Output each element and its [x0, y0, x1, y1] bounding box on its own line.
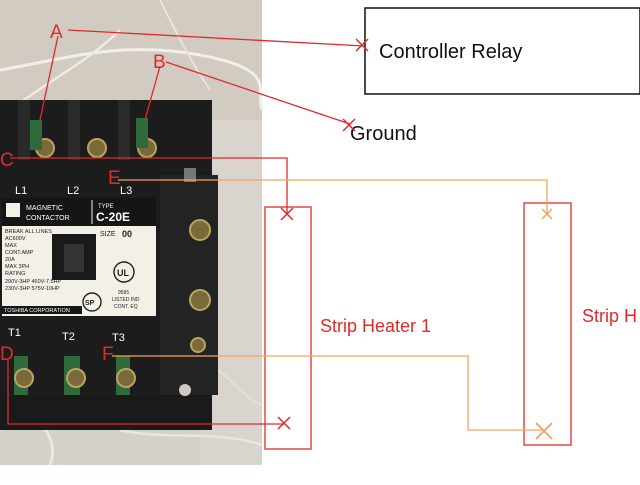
terminal-label-l1: L1: [15, 185, 27, 197]
contactor-aux-block: [160, 175, 218, 395]
model-label: C-20E: [96, 210, 130, 224]
rating-line-4: 20A: [5, 257, 15, 263]
x-marker-heater1-bottom: [277, 416, 291, 430]
rating-line-3: CONT.AMP: [5, 250, 34, 256]
wire-c-to-heater1: [10, 157, 288, 214]
white-wire-3: [159, 0, 211, 91]
rating-line-1: AC600V: [5, 236, 26, 242]
csa-mark: SP: [85, 300, 95, 307]
strip-heater-2-box: [523, 202, 572, 446]
white-wire-1: [0, 48, 264, 111]
rating-line-7: 200V-3HP 460V-7.5HP: [5, 279, 61, 285]
csa-mark-icon: [82, 292, 102, 312]
point-label-f: F: [102, 344, 114, 365]
top-screw-l2: [87, 138, 107, 158]
point-label-b: B: [153, 52, 166, 73]
aux-screw-3: [190, 337, 206, 353]
maker-label: TOSHIBA CORPORATION: [4, 308, 70, 314]
actuator-button: [64, 244, 84, 272]
bottom-screw-t3: [116, 368, 136, 388]
controller-relay-box: [364, 7, 640, 95]
size-value: 00: [122, 229, 132, 239]
listed-line-1: LISTED IND: [112, 297, 140, 303]
x-marker-ground: [342, 118, 356, 132]
x-marker-heater2-top: [541, 208, 553, 220]
wire-a-to-relay: [67, 29, 365, 47]
x-marker-relay: [355, 38, 369, 52]
contactor-photo: L1 L2 L3 MAGNETIC CONTACTOR TYPE C-20E B…: [0, 0, 264, 466]
wire-e-to-heater2: [118, 179, 548, 214]
ul-mark: UL: [117, 268, 129, 278]
x-marker-heater1-top: [280, 207, 294, 221]
point-label-c: C: [0, 150, 14, 171]
wire-f-to-heater2: [112, 355, 543, 431]
terminal-label-l3: L3: [120, 185, 132, 197]
brand-logo-icon: [6, 203, 20, 217]
top-separator-2: [68, 100, 80, 160]
maker-strip: [2, 306, 82, 314]
strip-heater-2-label: Strip H: [582, 306, 637, 326]
point-label-e: E: [108, 168, 121, 189]
rating-line-5: MAX 3PH: [5, 264, 29, 270]
terminal-label-l2: L2: [67, 185, 79, 197]
controller-relay-label: Controller Relay: [379, 41, 522, 63]
aux-clip: [184, 168, 196, 182]
label-plate-header: [2, 198, 156, 226]
ul-mark-icon: [113, 261, 135, 283]
brand-line-2: CONTACTOR: [26, 215, 70, 222]
top-green-wire-1: [30, 120, 42, 150]
listed-line-2: CONT. EQ: [114, 304, 138, 310]
type-label: TYPE: [98, 204, 114, 210]
terminal-label-t3: T3: [112, 332, 125, 344]
rating-line-6: RATING: [5, 271, 25, 277]
wire-d-to-heater1: [7, 360, 285, 425]
listed-line-0: 9595: [118, 290, 129, 296]
aux-screw-1: [189, 219, 211, 241]
point-label-d: D: [0, 344, 14, 365]
wire-b-to-l3: [144, 65, 161, 121]
aux-screw-2: [189, 289, 211, 311]
white-wire-5: [119, 428, 263, 447]
mounting-hole: [179, 384, 191, 396]
wire-a-to-l1: [39, 35, 59, 121]
rating-line-2: MAX: [5, 243, 17, 249]
size-label: SIZE: [100, 231, 116, 238]
top-separator-3: [118, 100, 130, 160]
x-marker-heater2-bottom: [535, 422, 553, 440]
top-separator-1: [18, 100, 30, 160]
terminal-label-t1: T1: [8, 327, 21, 339]
top-green-wire-2: [136, 118, 148, 148]
point-label-a: A: [50, 22, 63, 43]
bottom-screw-t1: [14, 368, 34, 388]
contactor-base: [0, 395, 212, 430]
brand-line-1: MAGNETIC: [26, 205, 63, 212]
wire-b-to-ground: [165, 61, 351, 125]
strip-heater-1-label: Strip Heater 1: [320, 316, 431, 336]
ground-label: Ground: [350, 123, 417, 145]
rating-line-0: BREAK ALL LINES: [5, 229, 52, 235]
rating-line-8: 230V-3HP 575V-10HP: [5, 286, 60, 292]
made-in-label: MADE IN JAPAN: [18, 316, 56, 322]
terminal-label-t2: T2: [62, 331, 75, 343]
strip-heater-1-box: [264, 206, 312, 450]
bottom-screw-t2: [66, 368, 86, 388]
